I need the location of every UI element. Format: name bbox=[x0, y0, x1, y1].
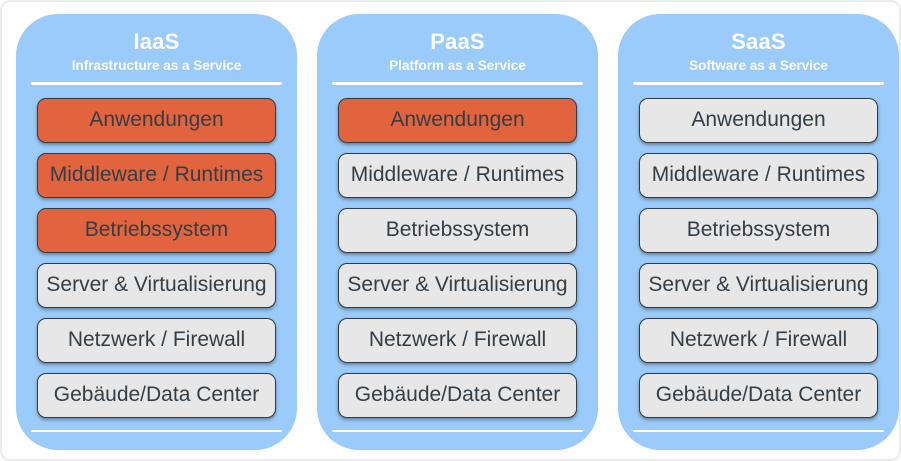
panel-subtitle-paas: Platform as a Service bbox=[389, 58, 526, 73]
footer-divider bbox=[332, 429, 583, 432]
header-divider bbox=[31, 82, 282, 85]
layer-betriebssystem: Betriebssystem bbox=[338, 207, 577, 253]
footer-divider bbox=[31, 429, 282, 432]
layer-anwendungen: Anwendungen bbox=[639, 97, 878, 143]
layer-server-virtualisierung: Server & Virtualisierung bbox=[639, 262, 878, 308]
layer-netzwerk-firewall: Netzwerk / Firewall bbox=[639, 317, 878, 363]
panel-subtitle-saas: Software as a Service bbox=[689, 58, 828, 73]
layer-anwendungen: Anwendungen bbox=[37, 97, 276, 143]
layer-stack-iaas: Anwendungen Middleware / Runtimes Betrie… bbox=[16, 97, 297, 418]
footer-divider bbox=[633, 429, 884, 432]
layer-anwendungen: Anwendungen bbox=[338, 97, 577, 143]
layer-netzwerk-firewall: Netzwerk / Firewall bbox=[338, 317, 577, 363]
panel-title-iaas: IaaS bbox=[133, 29, 180, 54]
panel-title-saas: SaaS bbox=[731, 29, 786, 54]
layer-betriebssystem: Betriebssystem bbox=[639, 207, 878, 253]
header-divider bbox=[633, 82, 884, 85]
layer-gebaeude-data-center: Gebäude/Data Center bbox=[37, 372, 276, 418]
layer-middleware-runtimes: Middleware / Runtimes bbox=[37, 152, 276, 198]
layer-betriebssystem: Betriebssystem bbox=[37, 207, 276, 253]
layer-middleware-runtimes: Middleware / Runtimes bbox=[338, 152, 577, 198]
panel-iaas: IaaS Infrastructure as a Service Anwendu… bbox=[16, 14, 297, 450]
cloud-service-models-diagram: IaaS Infrastructure as a Service Anwendu… bbox=[16, 14, 899, 450]
panel-saas: SaaS Software as a Service Anwendungen M… bbox=[618, 14, 899, 450]
layer-stack-paas: Anwendungen Middleware / Runtimes Betrie… bbox=[317, 97, 598, 418]
header-divider bbox=[332, 82, 583, 85]
layer-server-virtualisierung: Server & Virtualisierung bbox=[338, 262, 577, 308]
panel-title-paas: PaaS bbox=[430, 29, 485, 54]
layer-gebaeude-data-center: Gebäude/Data Center bbox=[639, 372, 878, 418]
layer-stack-saas: Anwendungen Middleware / Runtimes Betrie… bbox=[618, 97, 899, 418]
panel-paas: PaaS Platform as a Service Anwendungen M… bbox=[317, 14, 598, 450]
panel-subtitle-iaas: Infrastructure as a Service bbox=[71, 58, 242, 73]
layer-gebaeude-data-center: Gebäude/Data Center bbox=[338, 372, 577, 418]
layer-netzwerk-firewall: Netzwerk / Firewall bbox=[37, 317, 276, 363]
layer-server-virtualisierung: Server & Virtualisierung bbox=[37, 262, 276, 308]
layer-middleware-runtimes: Middleware / Runtimes bbox=[639, 152, 878, 198]
